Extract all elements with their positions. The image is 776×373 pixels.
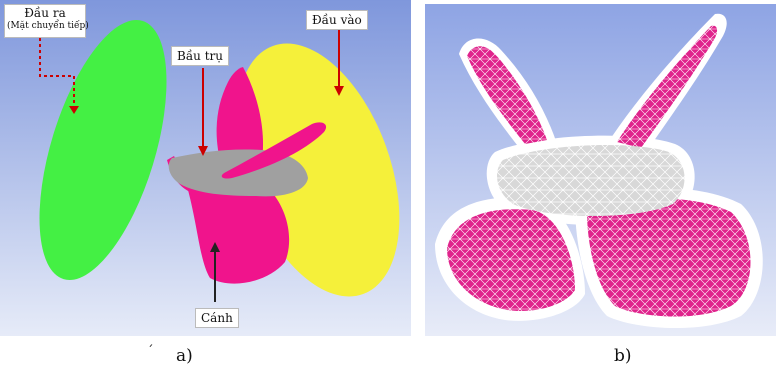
blade-label: Cánh [195, 308, 239, 328]
caption-a: a) [176, 346, 193, 366]
panel-a-geometry-domain: Đầu ra (Mặt chuyển tiếp) Bầu trụ Đầu vào… [0, 0, 411, 336]
outlet-label: Đầu ra [7, 6, 83, 20]
panel-b-mesh-view [425, 4, 776, 336]
stray-mark: ´ [147, 344, 154, 359]
outlet-sublabel: (Mặt chuyển tiếp) [7, 20, 83, 32]
hub-label: Bầu trụ [171, 46, 229, 66]
outlet-label-box: Đầu ra (Mặt chuyển tiếp) [4, 4, 86, 38]
blade-bottom-right-mesh [587, 198, 751, 316]
caption-b: b) [614, 346, 632, 366]
hub-mesh [497, 145, 685, 216]
inlet-label: Đầu vào [306, 10, 368, 30]
panel-b-canvas [425, 4, 776, 336]
